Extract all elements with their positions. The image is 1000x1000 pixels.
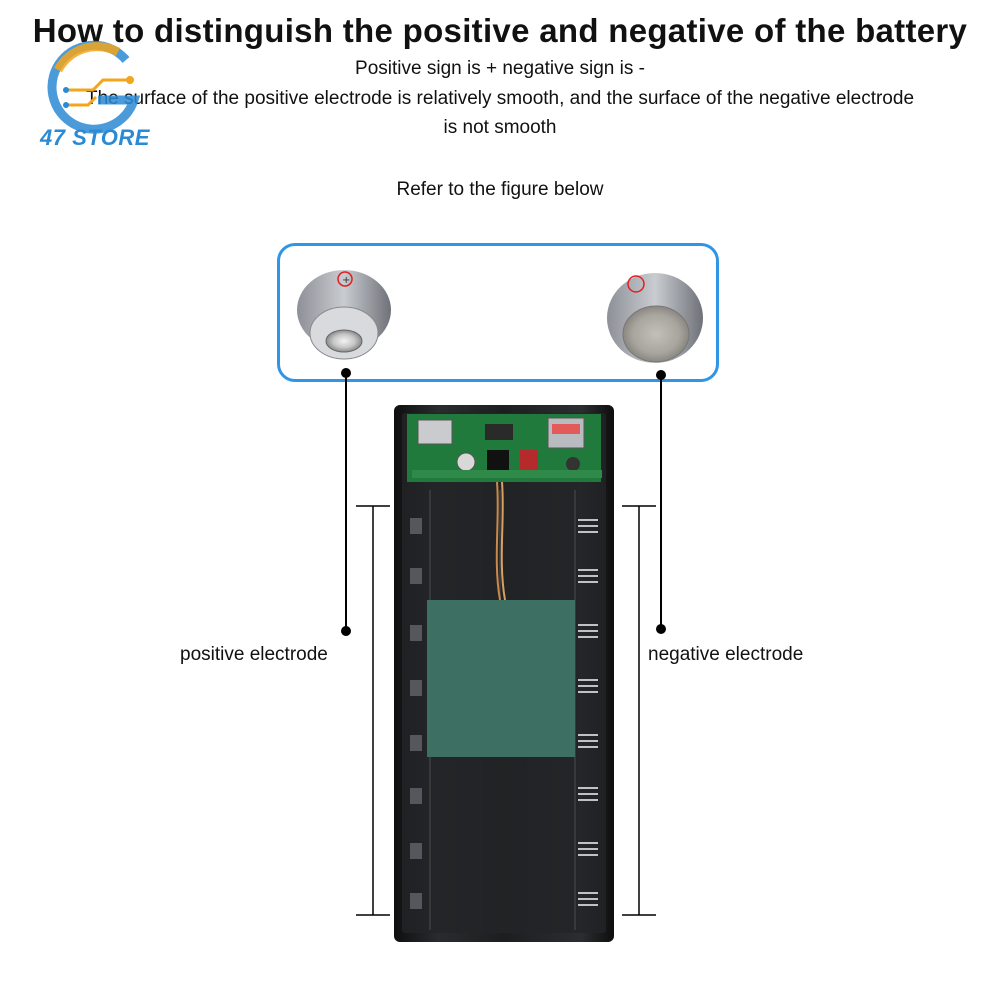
surface-description: The surface of the positive electrode is… <box>85 88 915 109</box>
svg-text:+: + <box>342 275 350 286</box>
spring-contacts <box>578 519 598 906</box>
pcb-board <box>407 414 602 482</box>
figure-reference: Refer to the figure below <box>396 179 604 200</box>
positive-battery-icon: + <box>297 270 391 360</box>
circuit-g-logo-icon <box>47 40 141 134</box>
positive-range-bracket <box>356 505 390 916</box>
negative-battery-icon <box>607 273 703 363</box>
power-bank-case <box>394 405 614 942</box>
sign-description: Positive sign is + negative sign is - <box>355 58 645 79</box>
positive-leader-line <box>341 368 351 636</box>
positive-electrode-label: positive electrode <box>180 644 328 665</box>
negative-range-bracket <box>622 505 656 916</box>
page-title: How to distinguish the positive and nega… <box>32 12 968 49</box>
negative-leader-line <box>656 370 666 634</box>
insulation-pad <box>427 600 575 757</box>
store-logo-text: 47 STORE <box>40 125 150 150</box>
surface-description-cont: is not smooth <box>443 117 557 138</box>
negative-electrode-label: negative electrode <box>648 644 804 665</box>
